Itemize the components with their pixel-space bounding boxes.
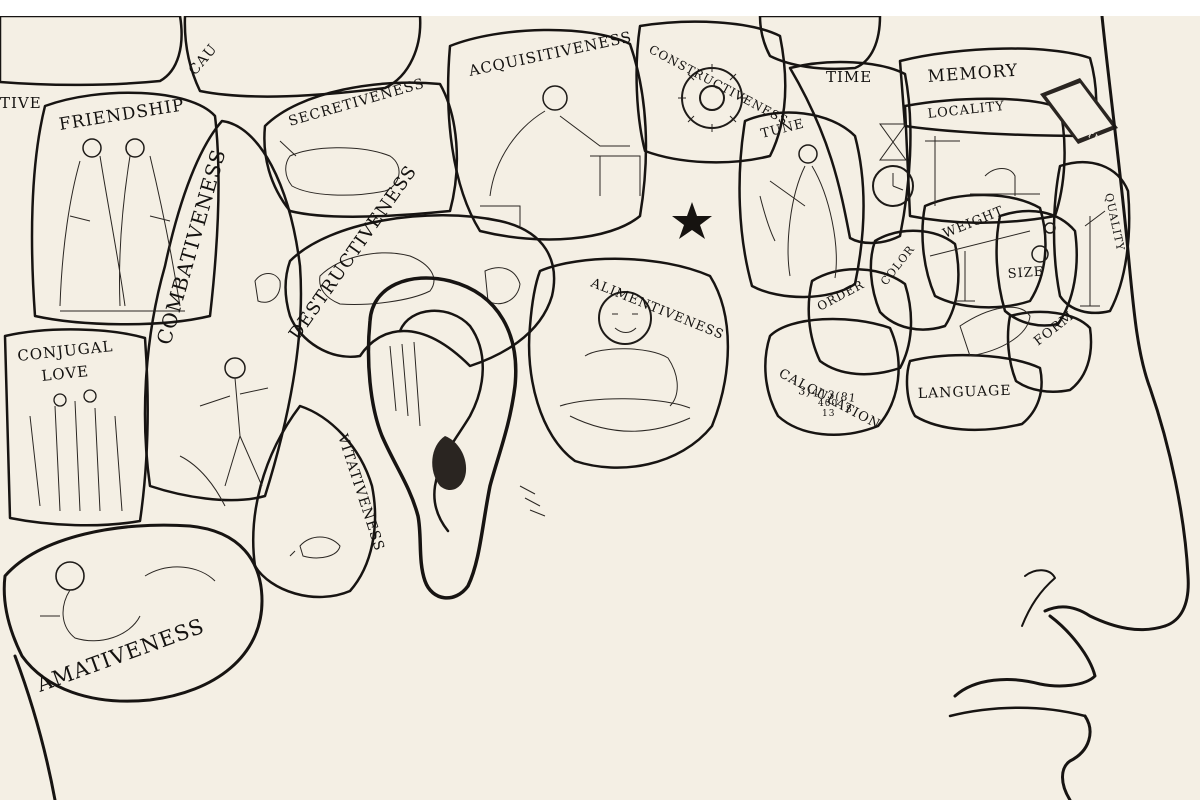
paper-background xyxy=(0,16,1200,800)
amativeness-region xyxy=(2,523,264,703)
back-of-neck xyxy=(13,654,57,800)
tune-vignette xyxy=(759,144,837,279)
top-left-region xyxy=(0,16,183,87)
causality-region xyxy=(183,16,422,98)
destructiveness-region xyxy=(284,214,556,368)
tune-region xyxy=(738,111,865,299)
conjugal-love-region xyxy=(3,328,149,527)
alimentiveness-region xyxy=(527,257,730,469)
star-marker xyxy=(672,202,712,239)
language-region xyxy=(905,353,1043,432)
label-size: SIZE xyxy=(1007,264,1045,282)
acquisitiveness-vignette xyxy=(480,85,641,226)
lower-lip-and-chin xyxy=(1061,714,1092,800)
size-vignette xyxy=(1031,222,1056,263)
label-love: LOVE xyxy=(41,362,90,385)
weight-vignette xyxy=(929,230,1031,302)
form-vignette xyxy=(959,306,1031,357)
alimentiveness-vignette xyxy=(559,291,691,432)
upper-lip xyxy=(953,614,1097,698)
locality-region xyxy=(903,97,1066,225)
ear-hatching xyxy=(389,341,546,517)
ear xyxy=(366,276,546,600)
quality-region xyxy=(1052,161,1131,315)
ear-outer-rim xyxy=(366,276,518,600)
order-region xyxy=(807,268,913,376)
top-middle-region xyxy=(758,16,882,71)
quality-vignette xyxy=(1080,210,1106,307)
calculation-digit: 8 xyxy=(846,405,853,415)
constructiveness-gear xyxy=(678,64,746,132)
color-region xyxy=(869,229,960,331)
ear-canal-shadow xyxy=(432,436,467,491)
nostril-detail xyxy=(1021,569,1056,627)
secretiveness-region xyxy=(263,81,459,218)
calculation-subtrahend: 400 xyxy=(818,399,838,409)
friendship-vignette xyxy=(59,138,185,312)
time-region xyxy=(788,60,912,245)
forehead-and-face-profile xyxy=(1100,16,1190,628)
acquisitiveness-region xyxy=(446,28,648,241)
constructiveness-region xyxy=(635,20,787,164)
secretiveness-vignette xyxy=(279,140,400,196)
combativeness-vignette xyxy=(179,273,281,507)
vitativeness-turtle xyxy=(289,536,341,559)
phrenology-head-engraving: AMATIVENESS FRIENDSHIP COMBATIVENESS CON… xyxy=(0,16,1200,800)
form-region xyxy=(1006,310,1093,393)
history-book xyxy=(1040,78,1118,144)
combativeness-region xyxy=(143,119,303,502)
mouth-line xyxy=(948,706,1087,718)
nose-profile xyxy=(1043,605,1167,632)
destructiveness-vignette xyxy=(319,252,521,305)
vitativeness-region xyxy=(252,404,377,599)
ear-inner-fold xyxy=(398,309,484,533)
vignette-sketches xyxy=(29,64,1118,642)
amativeness-cupid xyxy=(40,561,216,642)
calculation-remainder: 13 xyxy=(822,409,835,419)
label-time: TIME xyxy=(826,68,872,86)
label-tive-fragment: TIVE xyxy=(0,94,42,112)
weight-region xyxy=(921,193,1047,309)
friendship-region xyxy=(30,91,220,326)
top-white-strip xyxy=(0,0,1200,16)
head-outline xyxy=(13,16,1190,800)
calculation-region xyxy=(764,317,900,436)
conjugal-love-vignette xyxy=(29,389,123,512)
locality-vignette xyxy=(925,136,1040,206)
time-clock xyxy=(872,123,914,207)
label-language: LANGUAGE xyxy=(918,383,1012,402)
